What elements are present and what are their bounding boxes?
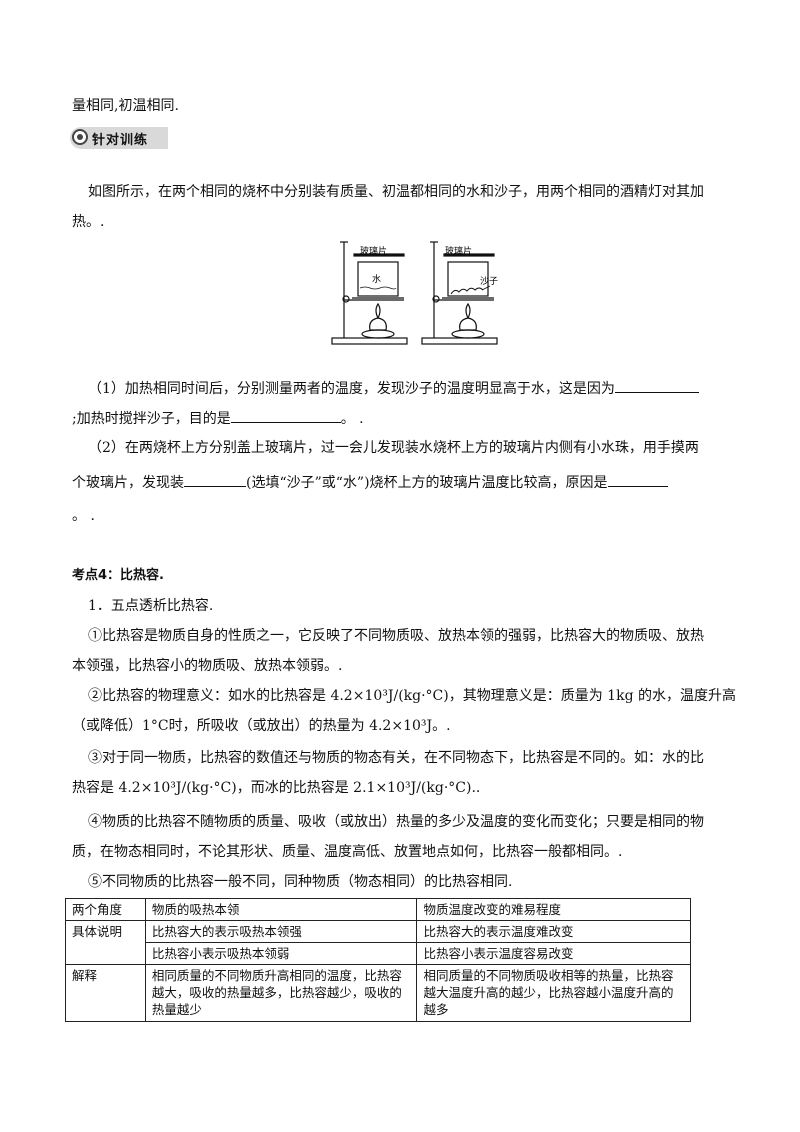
q1-text-3: 。 . <box>340 411 364 427</box>
intro-line-1: 如图所示，在两个相同的烧杯中分别装有质量、初温都相同的水和沙子，用两个相同的酒精… <box>88 184 704 200</box>
table-row: 解释 相同质量的不同物质升高相同的温度，比热容越大，吸收的热量越多，比热容越少，… <box>65 964 691 1022</box>
table-row: 两个角度 物质的吸热本领 物质温度改变的难易程度 <box>65 898 691 921</box>
table-cell: 两个角度 <box>65 898 146 921</box>
target-icon <box>72 129 88 145</box>
q2-text: 个玻璃片，发现装 <box>72 475 184 491</box>
table-cell: 比热容小表示吸热本领弱 <box>144 942 418 965</box>
point-1-line-2: 本领强，比热容小的物质吸、放热本领弱。. <box>72 658 343 674</box>
section-title: 考点4：比热容. <box>72 568 164 583</box>
point-4-line-2: 质，在物态相同时，不论其形状、质量、温度高低、放置地点如何，比热容一般都相同。. <box>72 844 623 860</box>
q2-line-1: （2）在两烧杯上方分别盖上玻璃片，过一会儿发现装水烧杯上方的玻璃片内侧有小水珠，… <box>88 440 699 456</box>
table-cell: 具体说明 <box>65 920 146 965</box>
point-5-line: ⑤不同物质的比热容一般不同，同种物质（物态相同）的比热容相同. <box>88 874 513 890</box>
continuation-text: 量相同,初温相同. <box>72 98 179 114</box>
table-row: 比热容小表示吸热本领弱 比热容小表示温度容易改变 <box>66 942 691 965</box>
point-2-line-2: （或降低）1°C时，所吸收（或放出）的热量为 4.2×10³J。. <box>72 718 451 734</box>
right-base <box>421 337 498 345</box>
experiment-figure: 玻璃片 水 玻璃片 沙子 <box>331 241 498 345</box>
left-base <box>331 337 408 345</box>
table-cell: 比热容大的表示吸热本领强 <box>144 920 418 943</box>
table-cell: 物质温度改变的难易程度 <box>416 898 691 921</box>
point-4-line-1: ④物质的比热容不随物质的质量、吸收（或放出）热量的多少及温度的变化而变化；只要是… <box>88 814 704 830</box>
q1-line-1: （1）加热相同时间后，分别测量两者的温度，发现沙子的温度明显高于水，这是因为 <box>88 378 699 399</box>
q1-text: （1）加热相同时间后，分别测量两者的温度，发现沙子的温度明显高于水，这是因为 <box>88 381 615 397</box>
q1-blank-1[interactable] <box>614 378 699 393</box>
table-cell: 相同质量的不同物质升高相同的温度，比热容越大，吸收的热量越多，比热容越少，吸收的… <box>144 964 418 1022</box>
q1-text-2: ;加热时搅拌沙子，目的是 <box>72 411 231 427</box>
water-label: 水 <box>372 273 381 285</box>
q2-blank-2[interactable] <box>607 472 668 487</box>
left-glass-label: 玻璃片 <box>360 245 387 257</box>
table-cell: 物质的吸热本领 <box>144 898 418 921</box>
right-glass-label: 玻璃片 <box>445 245 472 257</box>
badge-label: 针对训练 <box>92 133 149 148</box>
point-3-line-2: 热容是 4.2×10³J/(kg·°C)，而冰的比热容是 2.1×10³J/(k… <box>72 780 481 796</box>
section-badge: 针对训练 <box>70 127 168 149</box>
intro-line-2: 热。. <box>72 214 105 230</box>
sand-label: 沙子 <box>480 276 498 287</box>
point-2-line-1: ②比热容的物理意义：如水的比热容是 4.2×10³J/(kg·°C)，其物理意义… <box>88 688 736 704</box>
comparison-table: 两个角度 物质的吸热本领 物质温度改变的难易程度 具体说明 比热容大的表示吸热本… <box>65 898 691 1022</box>
point-3-line-1: ③对于同一物质，比热容的数值还与物质的物态有关，在不同物态下，比热容是不同的。如… <box>88 750 704 766</box>
table-cell: 比热容小表示温度容易改变 <box>416 942 691 965</box>
table-cell: 相同质量的不同物质吸收相等的热量，比热容越大温度升高的越少，比热容越小温度升高的… <box>416 964 691 1022</box>
q2-line-2: 个玻璃片，发现装 (选填“沙子”或“水”)烧杯上方的玻璃片温度比较高，原因是 <box>72 472 668 493</box>
section-subtitle: 1．五点透析比热容. <box>88 598 214 614</box>
table-cell: 比热容大的表示温度难改变 <box>416 920 691 943</box>
q1-blank-2[interactable] <box>230 408 341 423</box>
q2-line-3: 。 . <box>72 508 95 524</box>
q2-blank-1[interactable] <box>184 472 246 487</box>
table-row: 具体说明 比热容大的表示吸热本领强 比热容大的表示温度难改变 <box>65 920 691 965</box>
point-1-line-1: ①比热容是物质自身的性质之一，它反映了不同物质吸、放热本领的强弱，比热容大的物质… <box>88 628 704 644</box>
table-cell: 解释 <box>65 964 146 1022</box>
q1-line-2: ;加热时搅拌沙子，目的是 。 . <box>72 408 364 429</box>
q2-text-2: (选填“沙子”或“水”)烧杯上方的玻璃片温度比较高，原因是 <box>246 475 608 491</box>
